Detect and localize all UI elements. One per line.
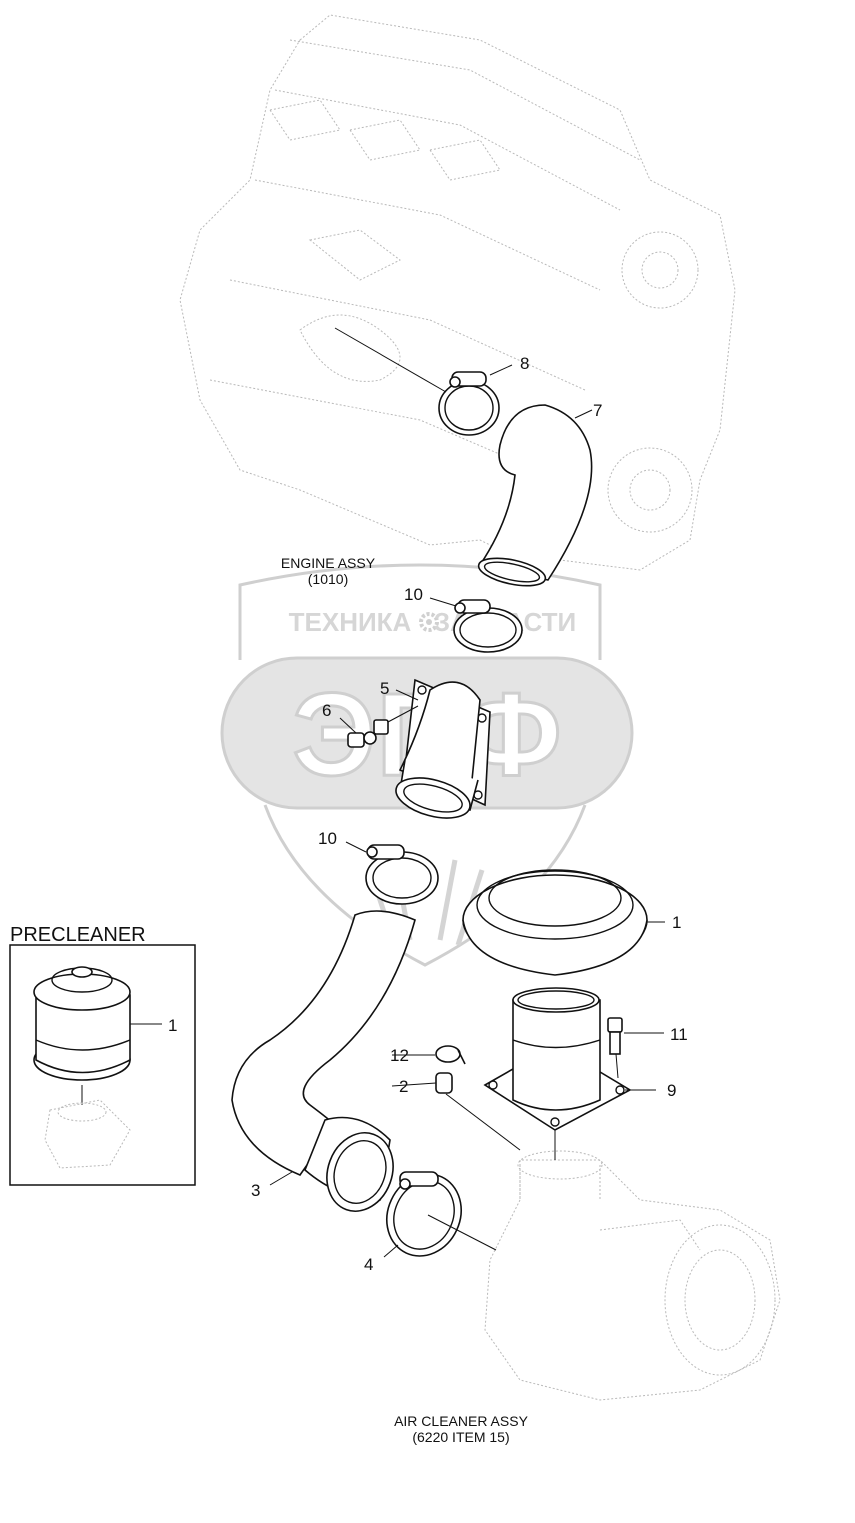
- callout-10-upper: 10: [404, 585, 423, 604]
- part-10-upper-clamp: [429, 597, 523, 653]
- callout-12: 12: [390, 1046, 409, 1065]
- air-cleaner-assy-name: AIR CLEANER ASSY: [394, 1413, 528, 1429]
- watermark-shield-top: [238, 563, 602, 660]
- watermark-shield-bottom: [263, 804, 587, 967]
- engine-assembly-drawing: [179, 14, 736, 571]
- part-2-service-indicator: [391, 1072, 521, 1151]
- precleaner-inset: PRECLEANER 1: [9, 924, 196, 1186]
- air-cleaner-assy-ref: (6220 ITEM 15): [412, 1429, 509, 1445]
- air-cleaner-assy-caption: AIR CLEANER ASSY (6220 ITEM 15): [394, 1413, 528, 1445]
- watermark-text-left: ТЕХНИКА: [289, 607, 412, 637]
- part-10-lower-clamp: [345, 841, 439, 905]
- engine-assy-ref: (1010): [308, 571, 348, 587]
- callout-8: 8: [520, 354, 529, 373]
- callout-3: 3: [251, 1181, 260, 1200]
- watermark-gear-icon: [419, 612, 439, 632]
- callout-10-lower: 10: [318, 829, 337, 848]
- part-9-intake-pipe: [483, 987, 656, 1160]
- precleaner-callout-1: 1: [168, 1016, 177, 1035]
- callout-1: 1: [672, 913, 681, 932]
- callout-5: 5: [380, 679, 389, 698]
- part-11-bolt: [607, 1017, 664, 1079]
- part-3-lower-hose: [231, 910, 416, 1212]
- air-cleaner-assembly-drawing: [484, 1150, 781, 1401]
- callout-9: 9: [667, 1081, 676, 1100]
- callout-11: 11: [670, 1025, 688, 1044]
- engine-assy-name: ENGINE ASSY: [281, 555, 376, 571]
- part-5-elbow-flange: [395, 678, 491, 819]
- part-7-upper-hose: [477, 404, 593, 587]
- callout-4: 4: [364, 1255, 373, 1274]
- callout-6: 6: [322, 701, 331, 720]
- callout-2: 2: [399, 1077, 408, 1096]
- precleaner-drawing: [33, 966, 162, 1169]
- part-4-hose-clamp: [383, 1171, 497, 1258]
- callout-7: 7: [593, 401, 602, 420]
- part-12-cap: [392, 1045, 466, 1065]
- part-6-bolt: [339, 705, 419, 748]
- callouts: 8 7 10 5 6 10 1 11 12 2 9 3 4: [251, 354, 688, 1274]
- part-1-precleaner-cap: [462, 869, 665, 976]
- precleaner-title: PRECLEANER: [10, 924, 146, 946]
- engine-assy-caption: ENGINE ASSY (1010): [281, 555, 376, 587]
- part-8-hose-clamp: [334, 327, 513, 436]
